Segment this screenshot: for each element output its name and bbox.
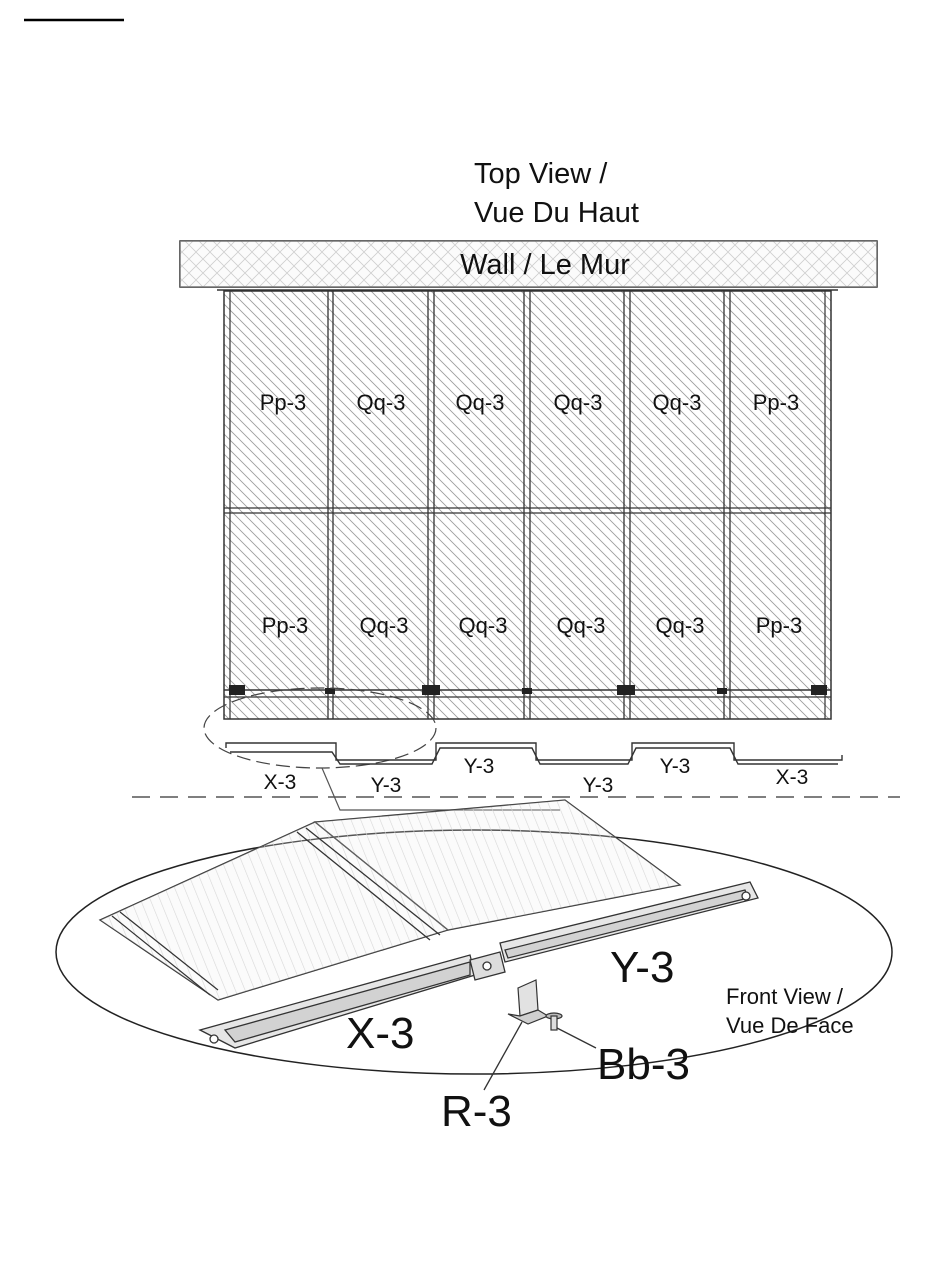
bb3-label: Bb-3 bbox=[597, 1040, 690, 1089]
channel-label: Y-3 bbox=[371, 774, 402, 797]
front-view-panels bbox=[100, 800, 680, 1000]
panel-label: Qq-3 bbox=[656, 613, 705, 638]
panel-label: Qq-3 bbox=[360, 613, 409, 638]
wall: Wall / Le Mur bbox=[180, 241, 877, 287]
bb3-bolt-part bbox=[546, 1013, 562, 1030]
panel-label: Qq-3 bbox=[357, 390, 406, 415]
connector-plate bbox=[470, 952, 505, 980]
top-view-title-line1: Top View / bbox=[474, 158, 608, 190]
panel-grid bbox=[217, 290, 838, 719]
channel-label: X-3 bbox=[264, 771, 297, 794]
front-view-title-line1: Front View / bbox=[726, 984, 844, 1009]
panel-label: Qq-3 bbox=[456, 390, 505, 415]
channel-label: Y-3 bbox=[583, 774, 614, 797]
panel-label: Pp-3 bbox=[262, 613, 308, 638]
x3-label-large: X-3 bbox=[346, 1009, 414, 1058]
front-view-title-line2: Vue De Face bbox=[726, 1013, 854, 1038]
bb3-leader bbox=[557, 1028, 596, 1048]
channel-profile bbox=[226, 743, 842, 764]
channel-labels: X-3 Y-3 Y-3 Y-3 Y-3 X-3 bbox=[264, 755, 809, 797]
panel-label: Pp-3 bbox=[756, 613, 802, 638]
panel-label: Qq-3 bbox=[459, 613, 508, 638]
wall-label: Wall / Le Mur bbox=[460, 249, 630, 281]
channel-label: Y-3 bbox=[464, 755, 495, 778]
channel-label: X-3 bbox=[776, 766, 809, 789]
panel-label: Pp-3 bbox=[260, 390, 306, 415]
channel-label: Y-3 bbox=[660, 755, 691, 778]
panel-label: Qq-3 bbox=[557, 613, 606, 638]
panel-label: Qq-3 bbox=[653, 390, 702, 415]
r3-leader bbox=[484, 1022, 522, 1090]
panel-label: Pp-3 bbox=[753, 390, 799, 415]
top-view-title-line2: Vue Du Haut bbox=[474, 197, 639, 229]
y3-label-large: Y-3 bbox=[610, 943, 674, 992]
panel-label: Qq-3 bbox=[554, 390, 603, 415]
r3-bracket-part bbox=[508, 980, 548, 1024]
r3-label: R-3 bbox=[441, 1087, 512, 1136]
